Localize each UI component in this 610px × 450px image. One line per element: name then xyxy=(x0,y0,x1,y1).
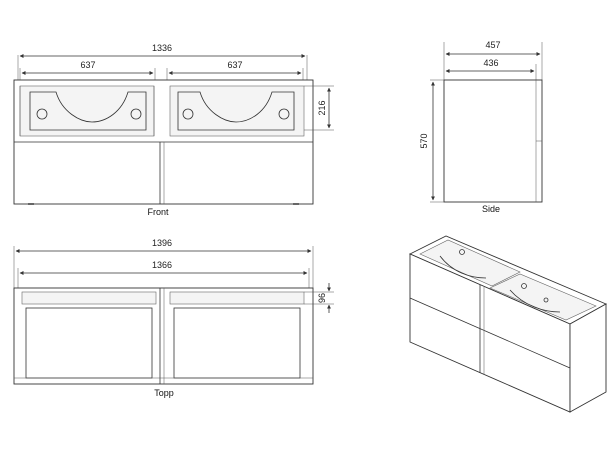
front-left-drain-hole-left xyxy=(36,108,48,120)
iso-side-face xyxy=(569,303,607,413)
top-view: 1396 1366 96 Topp xyxy=(13,238,334,398)
front-right-width-label: 637 xyxy=(227,60,242,70)
top-left-rail xyxy=(21,291,157,305)
front-right-sink-cutout xyxy=(177,91,295,131)
iso-right-overflow xyxy=(543,297,549,303)
front-foot-right xyxy=(293,203,299,205)
front-foot-left xyxy=(28,203,34,205)
side-view-label: Side xyxy=(482,204,500,214)
top-right-rail xyxy=(169,291,305,305)
front-right-drain-hole-left xyxy=(182,108,194,120)
front-left-width-label: 637 xyxy=(80,60,95,70)
front-left-drain-hole-right xyxy=(130,108,142,120)
front-right-drain-hole-right xyxy=(278,108,290,120)
iso-right-drain xyxy=(521,283,527,289)
iso-right-basin-curve xyxy=(509,289,561,313)
side-height-label: 570 xyxy=(419,133,429,148)
iso-left-drain xyxy=(459,249,465,255)
side-cabinet-outline xyxy=(443,79,543,203)
top-view-label: Topp xyxy=(154,388,174,398)
side-inner-depth-label: 436 xyxy=(483,58,498,68)
front-overall-width-label: 1336 xyxy=(152,43,172,53)
front-view: 1336 637 637 216 Front xyxy=(13,43,334,217)
top-rail-depth-label: 96 xyxy=(317,293,327,303)
side-view: 457 436 570 Side xyxy=(419,40,543,214)
top-outer-width-label: 1396 xyxy=(152,238,172,248)
top-inner-width-label: 1366 xyxy=(152,260,172,270)
front-right-drawer-interior xyxy=(169,85,305,137)
front-drawer-height-label: 216 xyxy=(317,100,327,115)
front-left-drawer-interior xyxy=(19,85,155,137)
iso-left-basin-curve xyxy=(439,255,487,279)
isometric-view xyxy=(408,235,608,413)
side-outer-depth-label: 457 xyxy=(485,40,500,50)
iso-drawer-split-horizontal xyxy=(409,297,571,369)
front-left-sink-cutout xyxy=(29,91,147,131)
front-view-label: Front xyxy=(147,207,169,217)
